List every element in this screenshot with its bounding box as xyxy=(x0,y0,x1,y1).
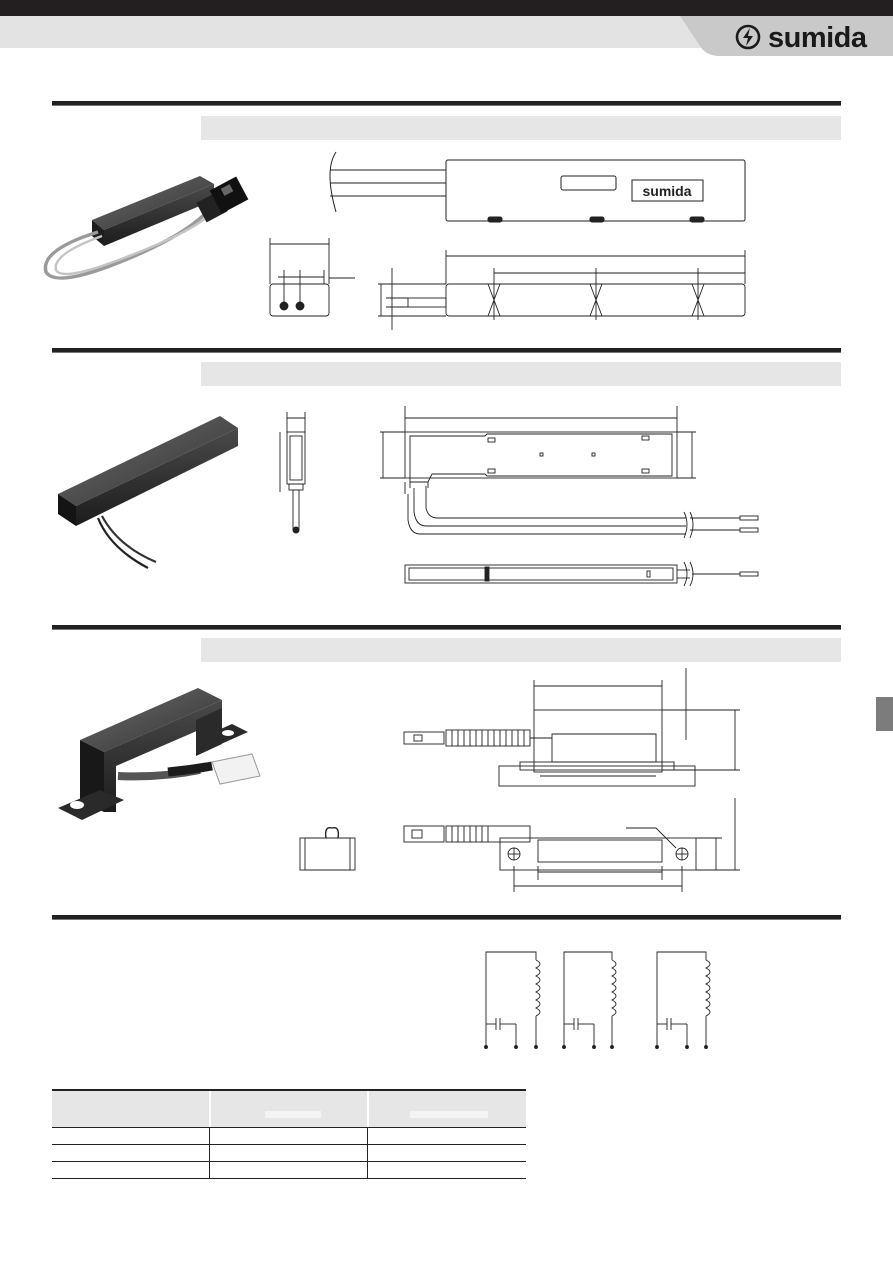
product-photo-1 xyxy=(43,176,249,280)
section-rule-3 xyxy=(52,625,841,630)
spec-table-header xyxy=(52,1089,526,1127)
top-bar xyxy=(0,0,893,16)
drawing-1-top-view xyxy=(329,151,746,223)
spec-table xyxy=(52,1089,526,1179)
drawing-3-end-view xyxy=(299,827,356,871)
logo-tab xyxy=(680,16,893,56)
product-photo-3 xyxy=(58,688,261,820)
drawing-3-top-view xyxy=(403,668,740,787)
section-band-1 xyxy=(201,116,841,140)
product-photo-2 xyxy=(58,416,238,569)
header-cell-2-mark xyxy=(265,1111,321,1118)
table-row xyxy=(52,1162,526,1179)
side-index-tab xyxy=(876,697,893,731)
circuit-schematics xyxy=(484,951,711,1049)
product-label-text: sumida xyxy=(642,183,691,199)
table-row xyxy=(52,1145,526,1162)
section-band-2 xyxy=(201,362,841,386)
drawing-2-top-view xyxy=(380,406,759,539)
drawing-2-end-view xyxy=(279,412,306,534)
header-band xyxy=(0,16,740,48)
section-rule-2 xyxy=(52,348,841,353)
header-cell-3-mark xyxy=(410,1111,488,1118)
drawing-3-side-view xyxy=(403,798,740,892)
circuit-2 xyxy=(562,951,617,1049)
table-row xyxy=(52,1127,526,1145)
drawing-1-side-view xyxy=(378,250,746,330)
brand-logo-text: sumida xyxy=(768,22,867,54)
drawing-2-side-view xyxy=(404,561,759,587)
circuit-3 xyxy=(655,951,711,1049)
section-rule-4 xyxy=(52,915,841,920)
sumida-logo-icon xyxy=(735,24,761,50)
circuit-1 xyxy=(484,951,541,1049)
drawing-1-end-view xyxy=(269,238,355,317)
section-rule-1 xyxy=(52,101,841,106)
section-band-3 xyxy=(201,638,841,662)
